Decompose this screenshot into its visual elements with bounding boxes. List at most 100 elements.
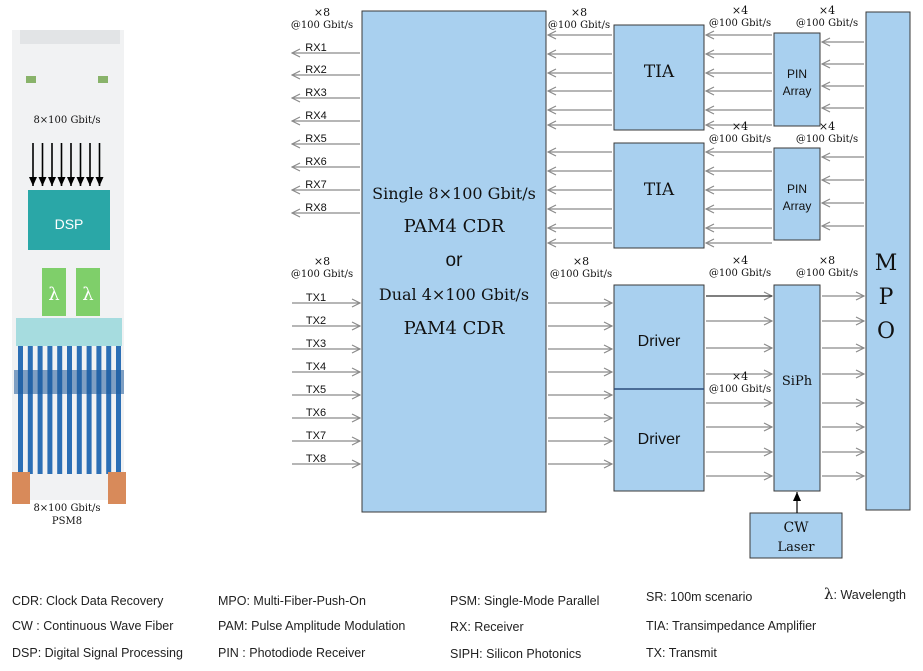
rate-lane-speed: @100 Gbit/s (709, 134, 771, 145)
rate-multiplier: ×4 (819, 4, 835, 17)
cdr-line-3: or (446, 250, 464, 271)
rate-multiplier: ×8 (314, 255, 330, 268)
rate-multiplier: ×8 (819, 254, 835, 267)
module-fiber (116, 346, 121, 474)
module-indicator-left (26, 76, 36, 83)
mpo-letter-m: M (875, 251, 898, 276)
module-fiber (27, 346, 33, 474)
legend-cdr: CDR: Clock Data Recovery (12, 594, 164, 608)
rate-lane-speed: @100 Gbit/s (796, 134, 858, 145)
lambda-chip-left (42, 268, 66, 316)
pin-array-1-line2: Array (783, 84, 812, 98)
module-indicator-right (98, 76, 108, 83)
lambda-right-label: λ (82, 284, 93, 305)
connector-right (108, 472, 126, 504)
legend-sr: SR: 100m scenario (646, 590, 753, 604)
legend-pin: PIN : Photodiode Receiver (218, 646, 366, 660)
module-fiber (18, 346, 23, 474)
rate-lane-speed: @100 Gbit/s (709, 18, 771, 29)
module-bottom-name: PSM8 (52, 516, 82, 527)
cw-laser-rect (749, 512, 843, 559)
tx-label: TX7 (306, 430, 326, 442)
tx-label: TX2 (306, 315, 326, 327)
driver-block-rect (613, 284, 705, 492)
rx-label: RX3 (305, 87, 326, 99)
legend-pam: PAM: Pulse Amplitude Modulation (218, 619, 406, 633)
siph-label: SiPh (782, 374, 813, 389)
cdr-line-5: PAM4 CDR (404, 318, 505, 339)
cdr-block-rect (361, 10, 547, 513)
tia-block-1-label: TIA (644, 62, 675, 82)
mpo-letter-o: O (877, 319, 895, 344)
rate-multiplier: ×4 (732, 370, 748, 383)
rx-label: RX2 (305, 64, 326, 76)
rate-lane-speed: @100 Gbit/s (550, 269, 612, 280)
mpo-block: M P O (865, 11, 911, 511)
cw-laser-line2: Laser (778, 540, 816, 555)
rate-lane-speed: @100 Gbit/s (291, 269, 353, 280)
rx-label: RX8 (305, 202, 326, 214)
lambda-text: : Wavelength (833, 588, 907, 602)
rx-label: RX7 (305, 179, 326, 191)
rx-label: RX1 (305, 42, 326, 54)
legend-rx: RX: Receiver (450, 620, 524, 634)
rate-lane-speed: @100 Gbit/s (548, 20, 610, 31)
module-fiber (106, 346, 112, 474)
mpo-letter-p: P (879, 285, 894, 310)
module-fiber (67, 346, 72, 474)
tx-label: TX4 (306, 361, 326, 373)
connector-left (12, 472, 30, 504)
module-fibers (14, 346, 124, 474)
module-fiber (76, 346, 82, 474)
driver-label-1: Driver (638, 333, 681, 350)
lambda-left-label: λ (48, 284, 59, 305)
module-illustration: 8×100 Gbit/s DSP λ λ 8×100 Gbit/s PSM8 (12, 30, 126, 527)
cw-laser-block: CW Laser (749, 492, 843, 559)
cdr-line-1: Single 8×100 Gbit/s (372, 184, 536, 203)
tx-label: TX8 (306, 453, 326, 465)
rate-multiplier: ×8 (573, 255, 589, 268)
cdr-block: Single 8×100 Gbit/s PAM4 CDR or Dual 4×1… (361, 10, 547, 513)
siph-block-rect (773, 284, 821, 492)
rate-annotations: ×8@100 Gbit/s×8@100 Gbit/s×4@100 Gbit/s×… (291, 4, 858, 395)
module-fiber (86, 346, 92, 474)
cdr-line-2: PAM4 CDR (404, 216, 505, 237)
pin-array-2-line2: Array (783, 199, 812, 213)
module-fiber (47, 346, 53, 474)
siph-block: SiPh (773, 284, 821, 492)
rate-multiplier: ×4 (819, 120, 835, 133)
rate-multiplier: ×4 (732, 120, 748, 133)
pin-array-2: PIN Array (773, 147, 821, 241)
legend-mpo: MPO: Multi-Fiber-Push-On (218, 594, 366, 608)
rate-lane-speed: @100 Gbit/s (796, 268, 858, 279)
pin-array-2-line1: PIN (787, 182, 807, 196)
legend-lambda: λ: Wavelength (824, 585, 906, 603)
module-waveguide-band (16, 318, 122, 346)
tx-label: TX5 (306, 384, 326, 396)
rate-multiplier: ×8 (314, 6, 330, 19)
module-top-cap (20, 30, 120, 44)
pin-array-2-rect (773, 147, 821, 241)
rate-lane-speed: @100 Gbit/s (796, 18, 858, 29)
tia-block-2: TIA (613, 142, 705, 249)
pin-array-1: PIN Array (773, 32, 821, 127)
legend-tx: TX: Transmit (646, 646, 717, 660)
module-fiber (57, 346, 63, 474)
module-input-arrows (29, 143, 104, 186)
rate-lane-speed: @100 Gbit/s (709, 268, 771, 279)
module-fiber (96, 346, 102, 474)
tia-block-1-rect (613, 24, 705, 131)
cdr-line-4: Dual 4×100 Gbit/s (379, 285, 529, 304)
rx-label: RX5 (305, 133, 326, 145)
tia-block-1: TIA (613, 24, 705, 131)
tx-label: TX6 (306, 407, 326, 419)
tia-block-2-rect (613, 142, 705, 249)
rx-label: RX6 (305, 156, 326, 168)
module-bottom-rate: 8×100 Gbit/s (33, 503, 100, 514)
tia-block-2-label: TIA (644, 180, 675, 200)
driver-block: Driver Driver (613, 284, 705, 492)
